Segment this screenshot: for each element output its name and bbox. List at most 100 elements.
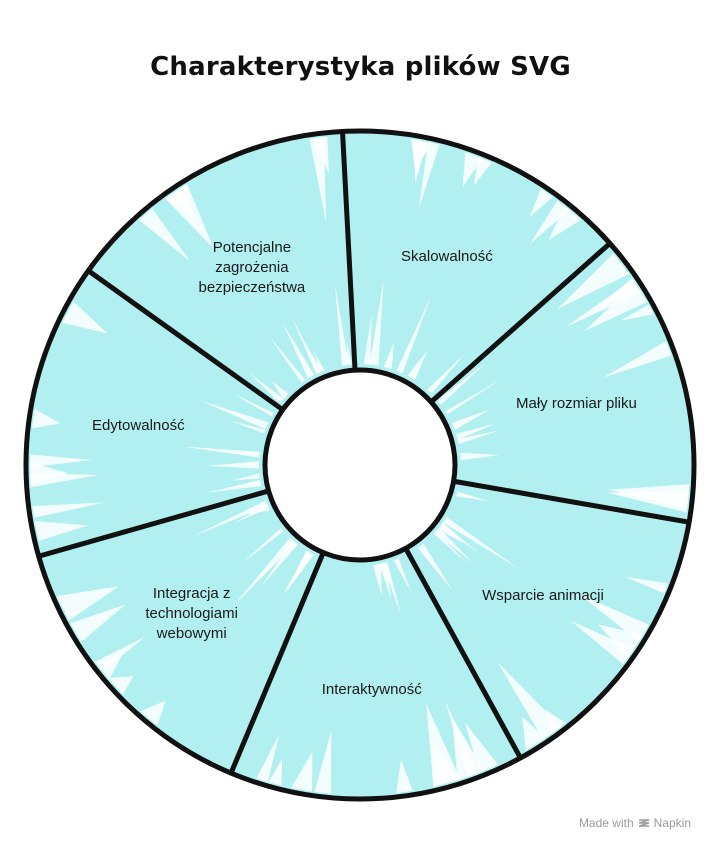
napkin-logo-icon bbox=[638, 819, 649, 827]
hatch-mark bbox=[548, 206, 581, 241]
hatch-mark bbox=[302, 338, 323, 374]
segment-label-6: Edytowalność bbox=[92, 417, 185, 435]
segment-divider bbox=[228, 550, 326, 776]
brand-text: Napkin bbox=[653, 816, 691, 830]
hatch-mark bbox=[396, 759, 413, 794]
segment-divider bbox=[85, 268, 286, 413]
hatch-mark bbox=[334, 283, 349, 366]
hatch-mark bbox=[529, 188, 553, 217]
hatch-mark bbox=[433, 531, 468, 565]
hatch-mark bbox=[312, 136, 329, 175]
center-hole bbox=[262, 367, 458, 563]
hatch-mark bbox=[419, 142, 440, 208]
hatch-mark bbox=[232, 473, 260, 481]
hatch-mark bbox=[620, 304, 654, 321]
hatch-mark bbox=[138, 208, 190, 262]
hatch-mark bbox=[457, 430, 500, 445]
segment-6 bbox=[25, 270, 283, 557]
hatch-mark bbox=[165, 184, 194, 218]
segment-label-4: Interaktywność bbox=[321, 680, 422, 698]
hatch-mark bbox=[372, 563, 382, 596]
diagram-title: Charakterystyka plików SVG bbox=[150, 52, 571, 82]
segment-7 bbox=[88, 131, 356, 410]
hatch-mark bbox=[522, 716, 546, 751]
hatch-mark bbox=[456, 491, 490, 502]
outer-ring bbox=[23, 128, 697, 802]
segment-divider bbox=[340, 128, 358, 373]
hatch-mark bbox=[314, 730, 332, 794]
hatch-mark bbox=[460, 452, 500, 461]
hatch-mark bbox=[32, 409, 61, 429]
segment-2 bbox=[431, 243, 694, 523]
hatch-mark bbox=[271, 380, 289, 400]
hatch-mark bbox=[440, 522, 480, 554]
segment-5 bbox=[38, 490, 324, 774]
hatch-mark bbox=[95, 637, 145, 672]
segment-3 bbox=[405, 481, 690, 758]
hatch-mark bbox=[625, 576, 669, 594]
hatch-mark bbox=[193, 500, 268, 537]
footer-credit: Made with Napkin bbox=[579, 816, 691, 830]
hatch-mark bbox=[232, 393, 274, 417]
hatch-mark bbox=[62, 301, 108, 334]
hatch-mark bbox=[313, 351, 325, 372]
hatch-mark bbox=[206, 479, 262, 493]
hatch-mark bbox=[497, 662, 561, 740]
hatch-mark bbox=[347, 343, 352, 365]
hatch-mark bbox=[229, 420, 266, 434]
hatch-mark bbox=[233, 537, 296, 606]
hatch-mark bbox=[427, 354, 464, 394]
hatch-mark bbox=[282, 550, 313, 596]
hatch-mark bbox=[207, 461, 260, 469]
hatch-mark bbox=[379, 562, 391, 599]
hatch-mark bbox=[269, 336, 306, 383]
hatch-mark bbox=[437, 362, 486, 405]
hatch-mark bbox=[30, 454, 92, 468]
hatch-mark bbox=[248, 503, 270, 514]
hatch-mark bbox=[557, 253, 630, 309]
segment-label-5: Integracja z technologiami webowymi bbox=[145, 585, 238, 643]
hatch-mark bbox=[393, 558, 411, 592]
hatch-mark bbox=[249, 373, 284, 404]
hatch-mark bbox=[396, 296, 431, 374]
hatch-mark bbox=[530, 200, 570, 244]
hatch-mark bbox=[34, 520, 88, 542]
hatch-mark bbox=[462, 152, 483, 187]
hatch-mark bbox=[464, 722, 499, 773]
segment-divider bbox=[451, 478, 692, 525]
hatch-mark bbox=[369, 279, 384, 366]
hatch-mark bbox=[57, 586, 119, 621]
segment-divider bbox=[403, 545, 523, 761]
hatch-mark bbox=[456, 423, 495, 440]
segment-label-2: Mały rozmiar pliku bbox=[516, 394, 637, 412]
hatch-mark bbox=[407, 350, 428, 381]
hatch-mark bbox=[256, 734, 280, 782]
hatch-mark bbox=[607, 491, 689, 513]
hatch-mark bbox=[443, 517, 519, 569]
segment-4 bbox=[231, 548, 521, 799]
hatch-mark bbox=[108, 676, 134, 695]
hatch-mark bbox=[30, 473, 99, 488]
hatch-mark bbox=[544, 709, 566, 734]
segment-label-3: Wsparcie animacji bbox=[482, 586, 604, 604]
segment-divider bbox=[428, 240, 613, 405]
hatch-mark bbox=[451, 409, 491, 431]
hatch-mark bbox=[603, 341, 672, 378]
hatch-mark bbox=[571, 620, 634, 665]
hatch-mark bbox=[182, 446, 260, 458]
hatch-mark bbox=[202, 401, 269, 430]
hatch-mark bbox=[417, 543, 453, 591]
segment-label-7: Potencjalne zagrożenia bezpieczeństwa bbox=[198, 238, 306, 296]
made-with-text: Made with bbox=[578, 816, 634, 830]
hatch-mark bbox=[70, 604, 126, 642]
hatch-mark bbox=[426, 703, 461, 787]
hatch-mark bbox=[445, 379, 501, 415]
hatch-mark bbox=[579, 594, 649, 642]
hatch-mark bbox=[140, 700, 166, 726]
hatch-mark bbox=[595, 277, 638, 312]
hatch-mark bbox=[584, 282, 647, 332]
hatch-mark bbox=[291, 751, 313, 792]
hatch-mark bbox=[363, 315, 372, 365]
hatch-mark bbox=[383, 343, 394, 370]
